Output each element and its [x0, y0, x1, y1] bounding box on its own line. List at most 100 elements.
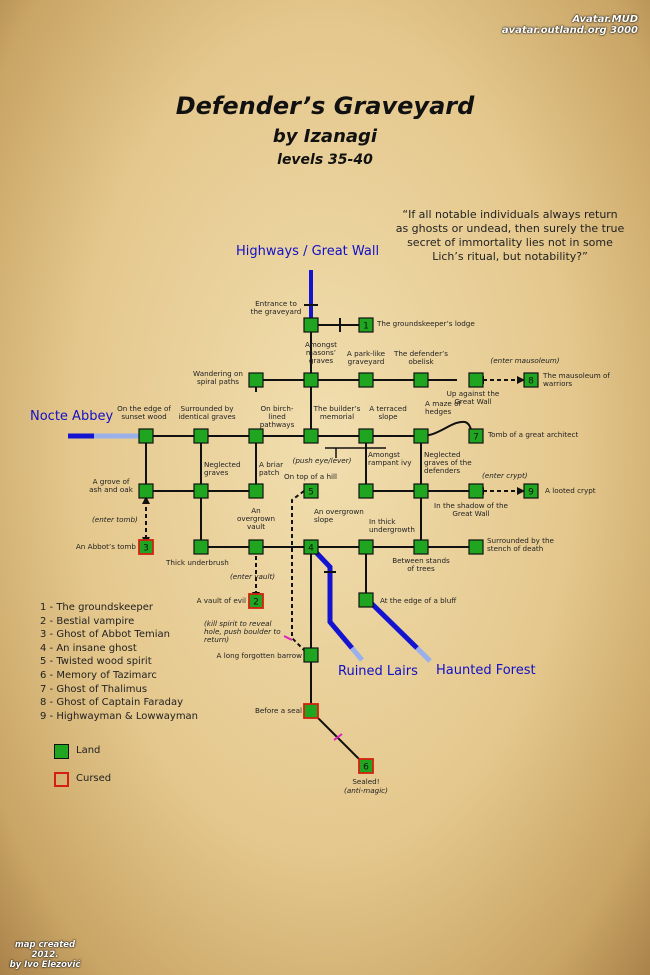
hidden-passages [145, 379, 518, 651]
exit-nocte-abbey[interactable]: Nocte Abbey [30, 409, 114, 424]
room-lodge[interactable] [358, 317, 374, 333]
legend-land-swatch [54, 744, 69, 759]
mob-entry: 6 - Memory of Tazimarc [40, 669, 157, 681]
room-label-entrance: Entrance to the graveyard [250, 299, 302, 317]
room-identical[interactable] [193, 428, 209, 444]
room-label-seal: Before a seal [254, 706, 302, 715]
room-birch[interactable] [248, 428, 264, 444]
legend-cursed-swatch [54, 772, 69, 787]
room-label-overgrown-vault: An overgrown vault [236, 506, 276, 532]
room-obelisk[interactable] [413, 372, 429, 388]
room-number: 7 [473, 433, 479, 443]
room-neglected[interactable] [193, 483, 209, 499]
note-enter-vault: (enter vault) [230, 572, 276, 581]
exit-path-forest [366, 598, 419, 650]
room-label-identical: Surrounded by identical graves [178, 404, 236, 422]
mob-entry: 7 - Ghost of Thalimus [40, 683, 148, 695]
room-number: 6 [363, 763, 369, 773]
room-label-sealed: Sealed! [352, 777, 380, 786]
mob-entry: 2 - Bestial vampire [40, 615, 135, 627]
room-label-vault-evil: A vault of evil [196, 596, 246, 605]
room-label-briar: A briar patch [259, 460, 284, 478]
room-bluff[interactable] [358, 592, 374, 608]
legend-land-label: Land [76, 745, 101, 756]
room-overgrown-vault[interactable] [248, 539, 264, 555]
room-number: 3 [143, 544, 149, 554]
room-label-sunset: On the edge of sunset wood [117, 404, 171, 422]
room-label-crypt: A looted crypt [545, 486, 596, 495]
room-architect[interactable] [468, 428, 484, 444]
room-label-maze: A maze of hedges [425, 399, 462, 417]
room-label-mausoleum: The mausoleum of warriors [543, 371, 610, 389]
room-stench[interactable] [468, 539, 484, 555]
map-connections [145, 324, 477, 767]
map-title: Defender’s Graveyard [175, 92, 475, 120]
room-abbot[interactable] [138, 539, 154, 555]
mob-list: 1 - The groundskeeper 2 - Bestial vampire… [40, 601, 230, 723]
room-label-memorial: The builder’s memorial [313, 404, 361, 422]
credits-line1: map created 2012. [14, 940, 76, 960]
room-label-grove: A grove of ash and oak [89, 477, 133, 495]
room-label-bluff: At the edge of a bluff [380, 596, 457, 605]
room-wandering[interactable] [248, 372, 264, 388]
room-label-against-wall: Up against the Great Wall [446, 389, 500, 407]
exit-ruined-lairs[interactable]: Ruined Lairs [338, 664, 418, 679]
room-label-between-trees: Between stands of trees [392, 556, 450, 574]
room-maze[interactable] [413, 428, 429, 444]
room-barrow[interactable] [303, 647, 319, 663]
mob-entry: 1 - The groundskeeper [40, 602, 154, 613]
room-entrance[interactable] [303, 317, 319, 333]
room-label-neglected-def: Neglected graves of the defenders [424, 450, 472, 476]
room-label-parklike: A park-like graveyard [346, 349, 386, 367]
room-label-barrow: A long forgotten barrow [216, 651, 302, 660]
room-label-obelisk: The defender’s obelisk [393, 349, 449, 367]
room-number: 1 [363, 322, 369, 332]
room-seal[interactable] [303, 703, 319, 719]
room-label-wandering: Wandering on spiral paths [193, 369, 243, 387]
room-briar[interactable] [248, 483, 264, 499]
room-parklike[interactable] [358, 372, 374, 388]
room-sealed[interactable] [358, 758, 374, 774]
room-vault-evil[interactable] [248, 593, 264, 609]
room-memorial[interactable] [303, 428, 319, 444]
room-label-thick-undergrowth: In thick undergrowth [369, 517, 415, 535]
credits: map created 2012. by Ivo Elezović [0, 940, 90, 970]
room-label-overgrown-slope: An overgrown slope [314, 507, 364, 525]
room-grove[interactable] [138, 483, 154, 499]
note-enter-mausoleum: (enter mausoleum) [490, 356, 560, 365]
note-enter-tomb: (enter tomb) [92, 515, 138, 524]
room-crypt[interactable] [523, 483, 539, 499]
room-label-neglected: Neglected graves [204, 460, 241, 478]
room-hilltop[interactable] [303, 483, 319, 499]
header-mud-name: Avatar.MUD [572, 14, 638, 25]
room-rampant[interactable] [358, 483, 374, 499]
room-label-shadow: In the shadow of the Great Wall [434, 501, 508, 519]
header-address: avatar.outland.org 3000 [501, 25, 638, 36]
room-label-birch: On birch-lined pathways [259, 404, 295, 430]
room-label-stench: Surrounded by the stench of death [487, 536, 554, 554]
room-thick-undergrowth[interactable] [358, 539, 374, 555]
legend-cursed-label: Cursed [76, 773, 112, 784]
room-mausoleum[interactable] [523, 372, 539, 388]
room-number: 9 [528, 488, 534, 498]
room-shadow[interactable] [468, 483, 484, 499]
room-thick-underbrush[interactable] [193, 539, 209, 555]
note-push-eye: (push eye/lever) [292, 456, 352, 465]
room-overgrown-slope[interactable] [303, 539, 319, 555]
exit-highways[interactable]: Highways / Great Wall [236, 244, 380, 259]
room-sunset[interactable] [138, 428, 154, 444]
room-masons[interactable] [303, 372, 319, 388]
room-label-hilltop: On top of a hill [284, 472, 338, 481]
mob-entry: 8 - Ghost of Captain Faraday [40, 697, 184, 709]
room-terraced[interactable] [358, 428, 374, 444]
exit-path-ruined [309, 545, 354, 650]
room-between-trees[interactable] [413, 539, 429, 555]
room-neglected-def[interactable] [413, 483, 429, 499]
exit-path-ruined-fade [350, 646, 364, 662]
room-label-abbot: An Abbot’s tomb [75, 542, 136, 551]
room-label-antimagic: (anti-magic) [344, 786, 388, 795]
room-against-wall[interactable] [468, 372, 484, 388]
exit-haunted-forest[interactable]: Haunted Forest [436, 663, 536, 678]
room-label-rampant: Amongst rampant ivy [368, 450, 412, 468]
